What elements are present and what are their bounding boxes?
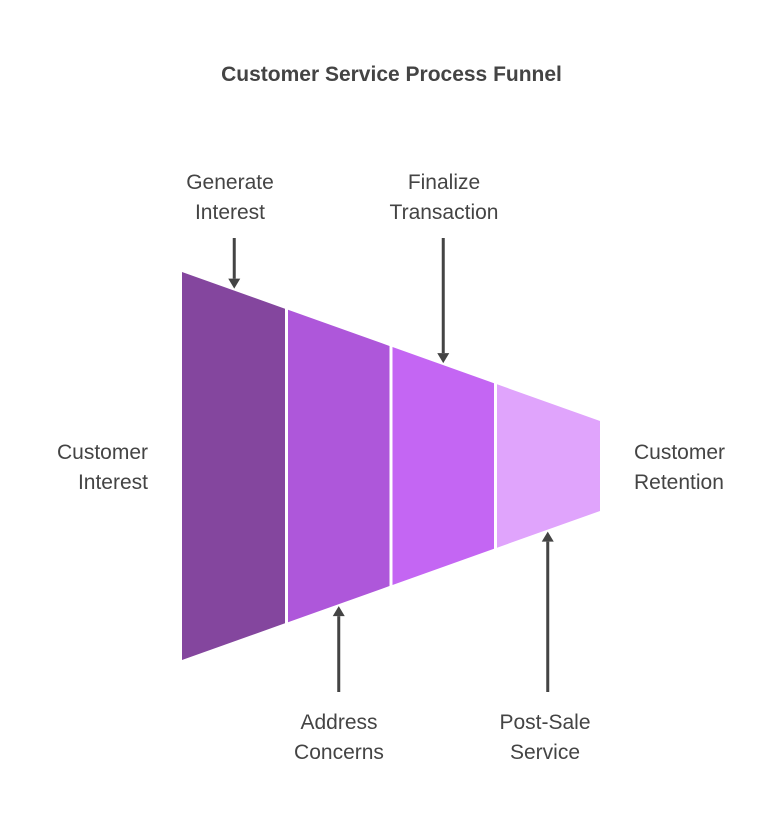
stage-label-address-concerns: Address Concerns bbox=[264, 708, 414, 768]
stage-label-line1: Post-Sale bbox=[499, 711, 591, 734]
stage-label-line2: Interest bbox=[194, 201, 266, 224]
stage-label-line2: Transaction bbox=[389, 201, 499, 224]
arrow-down-icon bbox=[228, 238, 241, 289]
end-label-line2: Retention bbox=[634, 471, 724, 494]
stage-label-line1: Generate bbox=[186, 171, 274, 194]
stage-label-generate-interest: Generate Interest bbox=[160, 168, 300, 228]
funnel-segment-post-sale-service bbox=[497, 384, 600, 548]
funnel-segment-generate-interest bbox=[182, 272, 285, 660]
arrow-up-icon bbox=[332, 606, 345, 692]
end-label: Customer Retention bbox=[634, 438, 774, 498]
funnel-segment-finalize-transaction bbox=[392, 347, 494, 585]
funnel-segment-address-concerns bbox=[288, 309, 390, 623]
stage-label-line1: Address bbox=[300, 711, 378, 734]
start-label-line1: Customer bbox=[56, 441, 148, 464]
stage-label-line1: Finalize bbox=[407, 171, 481, 194]
arrow-up-icon bbox=[541, 531, 554, 692]
start-label: Customer Interest bbox=[20, 438, 148, 498]
start-label-line2: Interest bbox=[77, 471, 148, 494]
end-label-line1: Customer bbox=[634, 441, 726, 464]
stage-label-line2: Service bbox=[509, 741, 581, 764]
stage-label-post-sale-service: Post-Sale Service bbox=[470, 708, 620, 768]
stage-label-finalize-transaction: Finalize Transaction bbox=[364, 168, 524, 228]
diagram-title: Customer Service Process Funnel bbox=[221, 63, 562, 86]
stage-label-line2: Concerns bbox=[294, 741, 384, 764]
arrow-down-icon bbox=[437, 238, 450, 364]
